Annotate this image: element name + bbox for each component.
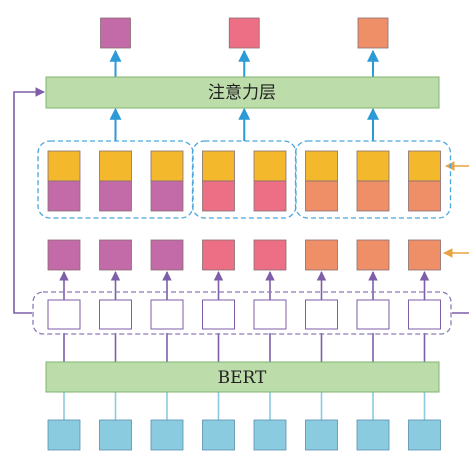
node-layer: [32, 17, 452, 451]
input-token-box: [305, 419, 338, 451]
embedding-box: [305, 239, 338, 271]
hidden-container: [32, 291, 452, 335]
attention-layer-label: 注意力层: [208, 83, 276, 103]
concat-box-top: [356, 150, 390, 182]
output-box: [100, 17, 131, 49]
concat-box-bottom: [356, 180, 390, 212]
embedding-box: [47, 239, 81, 271]
input-token-box: [202, 419, 235, 451]
concat-box-bottom: [305, 180, 338, 212]
concat-box-bottom: [150, 180, 184, 212]
hidden-box: [99, 299, 132, 330]
input-token-box: [150, 419, 184, 451]
embedding-box: [253, 239, 287, 271]
concat-box-top: [202, 150, 235, 182]
output-box: [357, 17, 389, 49]
group-container: [294, 140, 452, 219]
hidden-box: [150, 299, 184, 330]
input-token-box: [356, 419, 390, 451]
input-token-box: [253, 419, 287, 451]
embedding-box: [408, 239, 441, 271]
input-token-box: [47, 419, 81, 451]
embedding-box: [150, 239, 184, 271]
hidden-box: [253, 299, 287, 330]
group-container: [191, 140, 297, 219]
bert-layer: BERT: [45, 361, 440, 393]
concat-box-top: [253, 150, 287, 182]
hidden-box: [47, 299, 81, 330]
concat-box-top: [408, 150, 441, 182]
feedback-path-arrow: [13, 87, 45, 314]
concat-box-bottom: [99, 180, 132, 212]
connector-layer: [13, 49, 469, 420]
embedding-box: [356, 239, 390, 271]
output-box: [228, 17, 260, 49]
concat-box-bottom: [408, 180, 441, 212]
bert-layer-label: BERT: [218, 368, 267, 388]
hidden-box: [356, 299, 390, 330]
attention-layer: 注意力层: [45, 76, 440, 109]
concat-box-bottom: [202, 180, 235, 212]
hidden-box: [305, 299, 338, 330]
group-container: [37, 140, 194, 219]
concat-box-bottom: [47, 180, 81, 212]
concat-box-top: [150, 150, 184, 182]
hidden-box: [408, 299, 441, 330]
concat-box-top: [305, 150, 338, 182]
hidden-box: [202, 299, 235, 330]
embedding-box: [99, 239, 132, 271]
concat-box-bottom: [253, 180, 287, 212]
input-token-box: [99, 419, 132, 451]
concat-box-top: [47, 150, 81, 182]
input-token-box: [408, 419, 441, 451]
embedding-box: [202, 239, 235, 271]
concat-box-top: [99, 150, 132, 182]
